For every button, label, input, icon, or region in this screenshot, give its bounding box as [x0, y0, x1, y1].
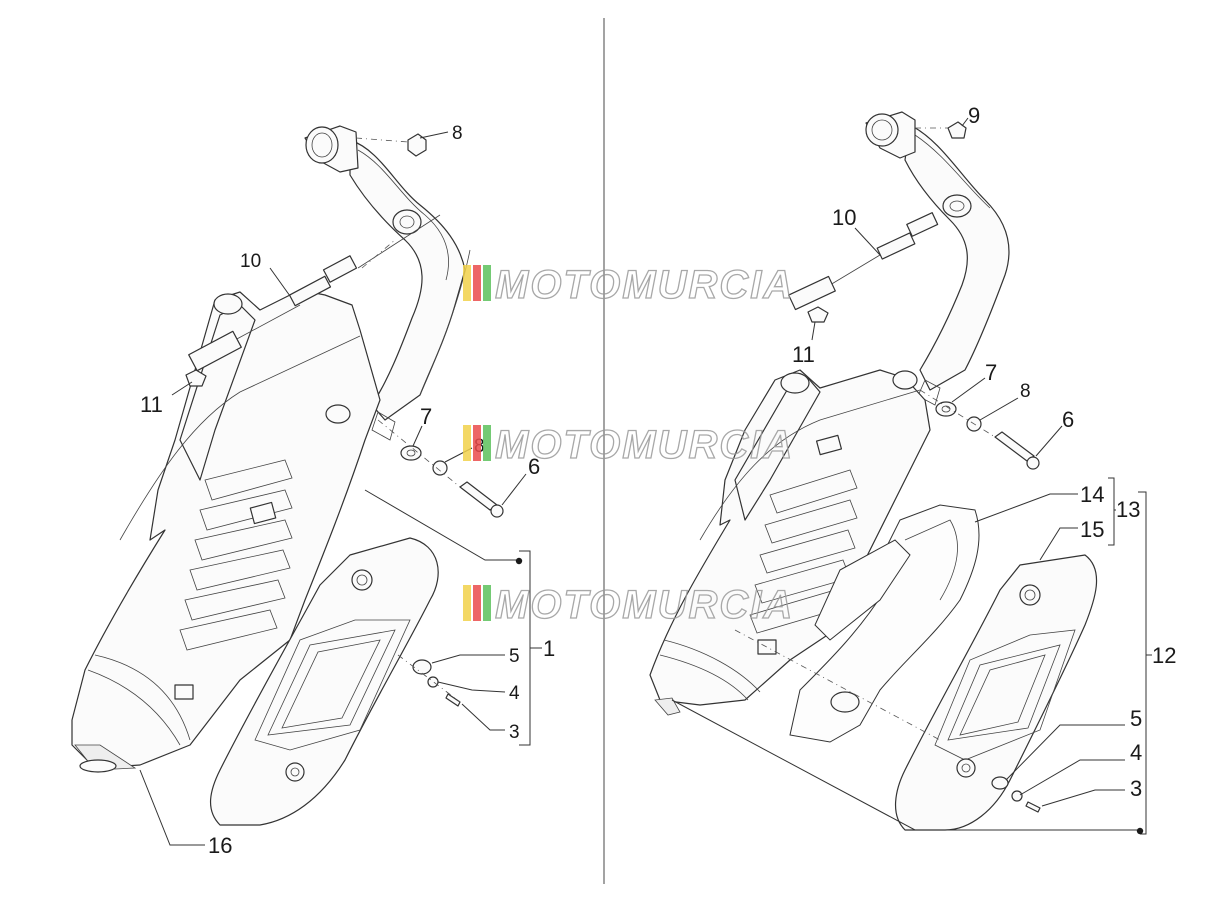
watermark-text-1: MOTOMURCIA: [495, 263, 794, 307]
callout-right-8: 8: [1020, 381, 1031, 402]
wm-stripe-red: [473, 425, 481, 461]
callout-right-12: 12: [1152, 643, 1176, 668]
left-assembly: 8 10 11 7 8 6 1 5 4 3 16: [71, 123, 555, 858]
right-assembly: 9 10 11 7 8 6 14 15 13 12: [649, 103, 1176, 835]
left-exhaust-header-pipe: [304, 125, 471, 441]
left-dash-10: [361, 239, 396, 269]
left-dash-9: [355, 137, 409, 143]
watermark-2: MOTOMURCIA: [463, 422, 794, 468]
callout-left-4: 4: [509, 683, 520, 704]
left-dash-6: [377, 419, 461, 488]
right-dash-6: [919, 389, 996, 438]
right-exhaust-header-pipe: [865, 111, 1010, 406]
wm-stripe-red: [473, 585, 481, 621]
callout-right-3: 3: [1130, 776, 1142, 801]
watermark-1: MOTOMURCIA: [463, 262, 794, 308]
wm-stripe-green: [483, 585, 491, 621]
right-hardware: [807, 121, 1041, 813]
left-oxygen-sensor: [188, 214, 441, 372]
callout-left-5: 5: [509, 646, 520, 667]
wm-stripe-yellow: [463, 265, 471, 301]
callout-right-15: 15: [1080, 517, 1104, 542]
callout-right-5: 5: [1130, 706, 1142, 731]
wm-stripe-green: [483, 425, 491, 461]
right-heat-shield: [894, 554, 1098, 831]
watermark-text-3: MOTOMURCIA: [495, 583, 794, 627]
callout-left-6: 6: [528, 454, 540, 479]
wm-stripe-red: [473, 265, 481, 301]
left-hardware: [185, 133, 504, 707]
callout-right-9: 9: [968, 103, 980, 128]
callout-left-3: 3: [509, 722, 520, 743]
left-heat-shield: [209, 537, 439, 826]
right-silencer-body: [649, 369, 931, 716]
wm-stripe-yellow: [463, 425, 471, 461]
callout-left-1: 1: [543, 636, 555, 661]
right-gasket-hole: [830, 691, 860, 713]
callout-right-10: 10: [832, 205, 856, 230]
right-gasket-inner: [814, 539, 911, 641]
callout-right-6: 6: [1062, 407, 1074, 432]
callout-left-7: 7: [420, 404, 432, 429]
callout-right-7: 7: [985, 360, 997, 385]
callout-right-4: 4: [1130, 740, 1142, 765]
callout-left-11: 11: [140, 392, 163, 417]
callout-left-16: 16: [208, 833, 232, 858]
watermark-3: MOTOMURCIA: [463, 582, 794, 628]
callout-left-10: 10: [240, 251, 261, 272]
callout-right-14: 14: [1080, 482, 1104, 507]
callout-right-11: 11: [792, 342, 815, 367]
callout-left-9: 8: [452, 123, 463, 144]
right-oxygen-sensor: [788, 212, 939, 311]
callout-right-13: 13: [1116, 497, 1140, 522]
wm-stripe-green: [483, 265, 491, 301]
right-heat-shield-gasket: [789, 504, 980, 743]
wm-stripe-yellow: [463, 585, 471, 621]
watermark-text-2: MOTOMURCIA: [495, 423, 794, 467]
left-dash-3: [397, 654, 461, 703]
right-callouts: 9 10 11 7 8 6 14 15 13 12: [671, 103, 1176, 835]
